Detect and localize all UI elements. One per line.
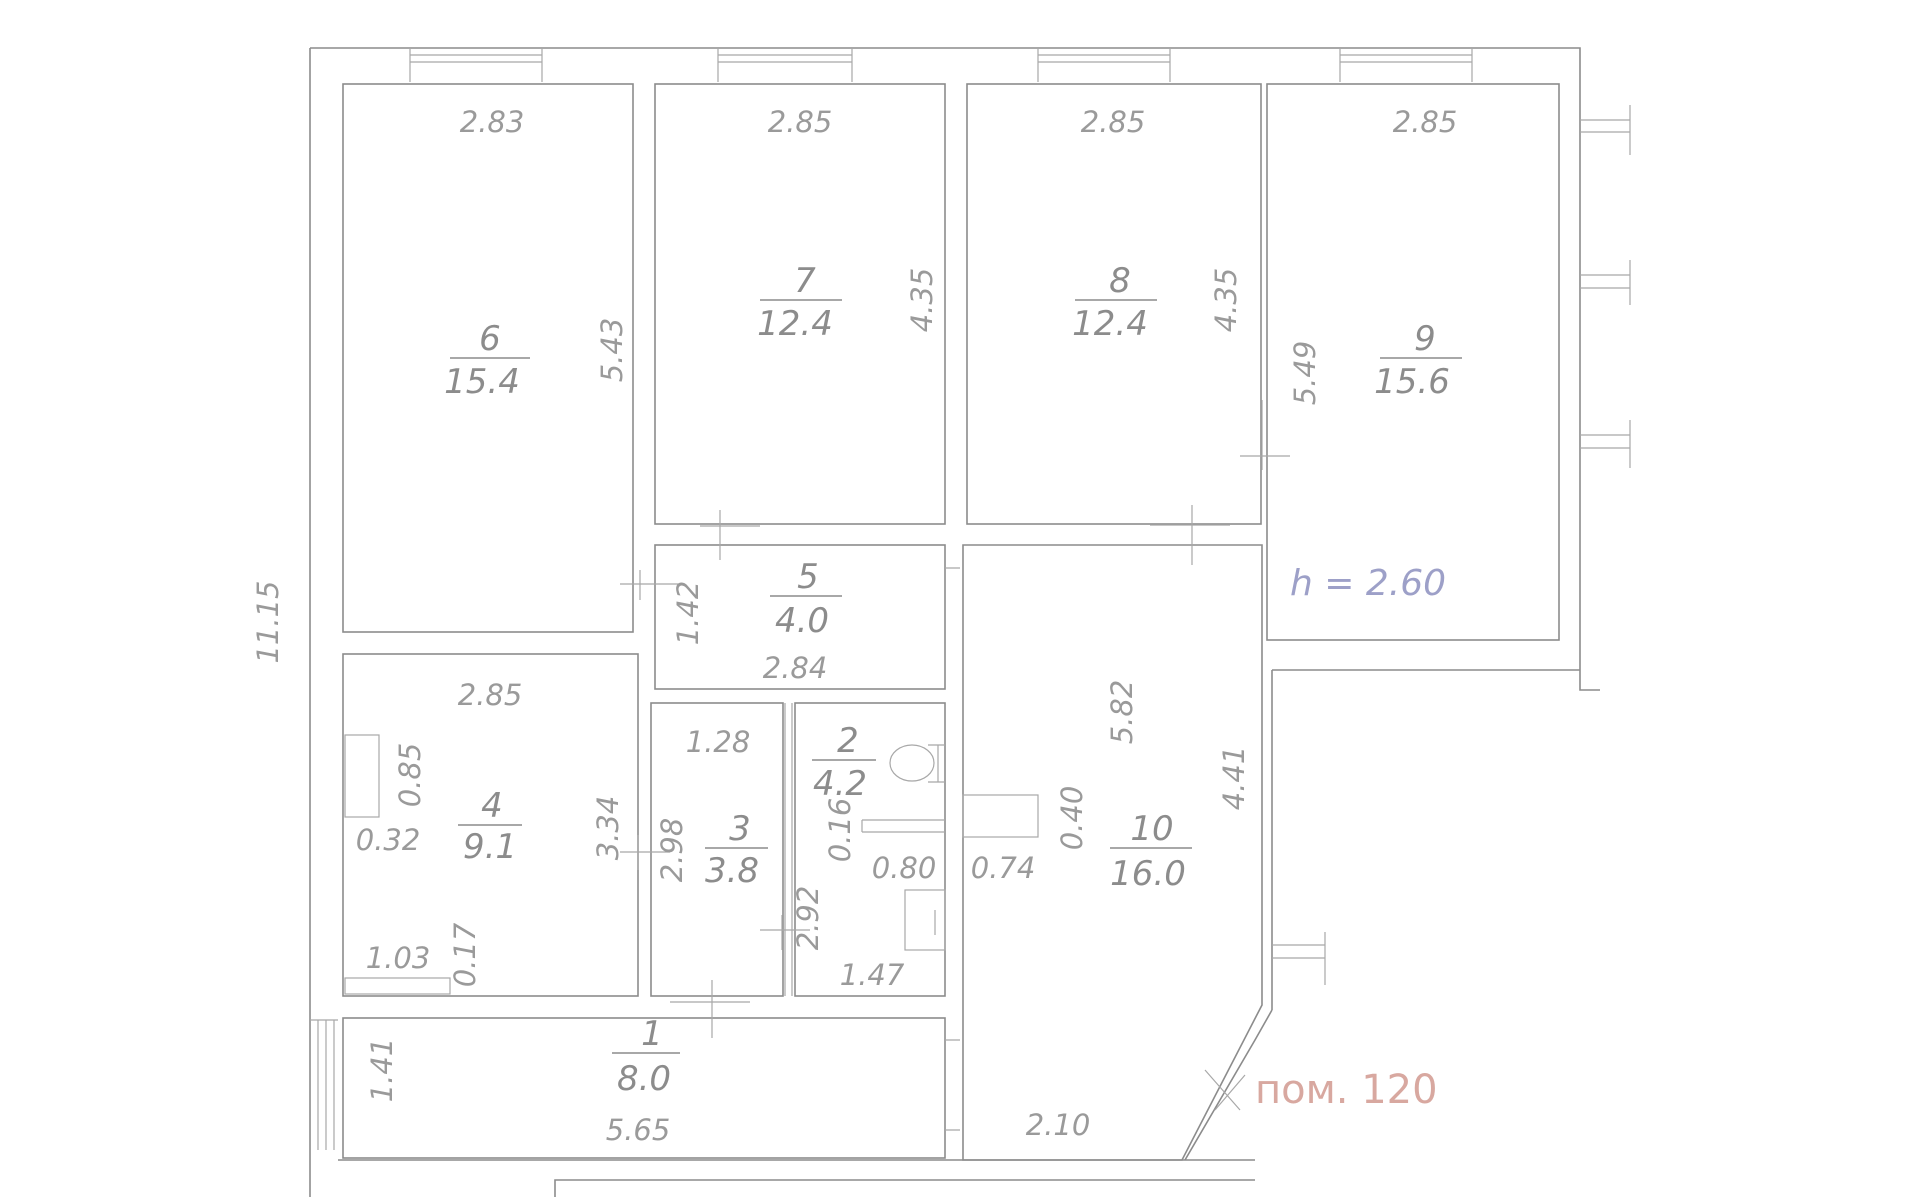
room-area: 15.6: [1374, 362, 1450, 402]
outer-walls: [309, 47, 1600, 1197]
room-number: 7: [794, 261, 816, 301]
room-1-label: 1 8.0: [612, 1014, 680, 1099]
room-9-label: 9 15.6: [1374, 319, 1462, 402]
room-area: 9.1: [463, 827, 517, 867]
room-area: 12.4: [757, 304, 833, 344]
dim-label: 5.43: [595, 318, 629, 383]
dim-label: 1.28: [686, 725, 751, 759]
dim-label: 0.85: [393, 743, 427, 808]
room-area: 12.4: [1072, 304, 1148, 344]
dim-label: 4.35: [905, 268, 939, 333]
dim-label: 2.10: [1026, 1108, 1091, 1142]
room-area: 4.2: [813, 764, 867, 804]
room-number: 5: [797, 557, 819, 597]
room-area: 8.0: [617, 1059, 671, 1099]
interior-details: [344, 400, 1290, 1131]
room-labels: 6 15.4 7 12.4 8 12.4 9 15.6 5 4.0 4 9.1: [444, 261, 1462, 1099]
room-outlines: [342, 83, 1560, 1161]
dim-label: 0.17: [448, 922, 482, 987]
dim-label: 1.42: [671, 581, 705, 646]
room-number: 6: [479, 319, 501, 359]
dim-label: 0.32: [356, 823, 421, 857]
room-3-label: 3 3.8: [705, 809, 768, 891]
room-6-label: 6 15.4: [444, 319, 530, 402]
room-area: 15.4: [444, 362, 520, 402]
room-area: 3.8: [705, 851, 759, 891]
dim-label: 5.49: [1288, 341, 1322, 406]
dim-label: 4.35: [1209, 268, 1243, 333]
dim-label: 2.83: [460, 105, 525, 139]
windows-right: [1272, 105, 1631, 985]
dim-label: 1.41: [365, 1038, 399, 1103]
dim-label: 2.92: [791, 886, 825, 951]
dim-label: 0.74: [971, 851, 1036, 885]
room-10-label: 10 16.0: [1110, 809, 1192, 894]
dim-label: 3.34: [591, 796, 625, 861]
ceiling-height-note: h = 2.60: [1290, 563, 1446, 604]
dim-label: 5.82: [1105, 680, 1139, 745]
room-number: 8: [1109, 261, 1131, 301]
room-number: 10: [1130, 809, 1173, 849]
room-2-label: 2 4.2: [812, 721, 876, 804]
windows-top: [409, 48, 1473, 82]
dim-label: 2.84: [763, 651, 828, 685]
room-number: 2: [837, 721, 859, 761]
room-4-label: 4 9.1: [458, 786, 522, 867]
dim-label: 4.41: [1217, 746, 1251, 811]
room-number: 4: [481, 786, 503, 826]
room-number: 3: [729, 809, 751, 849]
room-8-label: 8 12.4: [1072, 261, 1157, 344]
dim-label: 2.85: [1081, 105, 1146, 139]
room-area: 16.0: [1110, 854, 1186, 894]
dim-label: 1.03: [366, 941, 431, 975]
dim-label: 0.40: [1055, 786, 1089, 851]
dim-label: 2.85: [1393, 105, 1458, 139]
dim-label: 2.85: [458, 678, 523, 712]
dim-label: 2.85: [768, 105, 833, 139]
room-area: 4.0: [775, 601, 829, 641]
window-left: [310, 1019, 338, 1150]
dim-label: 5.65: [606, 1113, 671, 1147]
room-7-label: 7 12.4: [757, 261, 842, 344]
room-number: 1: [641, 1014, 663, 1054]
dim-label: 1.47: [840, 958, 905, 992]
dim-label: 0.80: [872, 851, 937, 885]
room-5-label: 5 4.0: [770, 557, 842, 641]
dim-label: 0.16: [823, 798, 857, 863]
dim-label: 2.98: [655, 818, 689, 883]
room-number: 9: [1414, 319, 1436, 359]
adjacent-room-ref: пом. 120: [1255, 1067, 1438, 1113]
dim-label: 11.15: [251, 580, 285, 663]
dimension-labels: 2.83 2.85 2.85 2.85 5.43 4.35 4.35 5.49 …: [251, 105, 1457, 1147]
